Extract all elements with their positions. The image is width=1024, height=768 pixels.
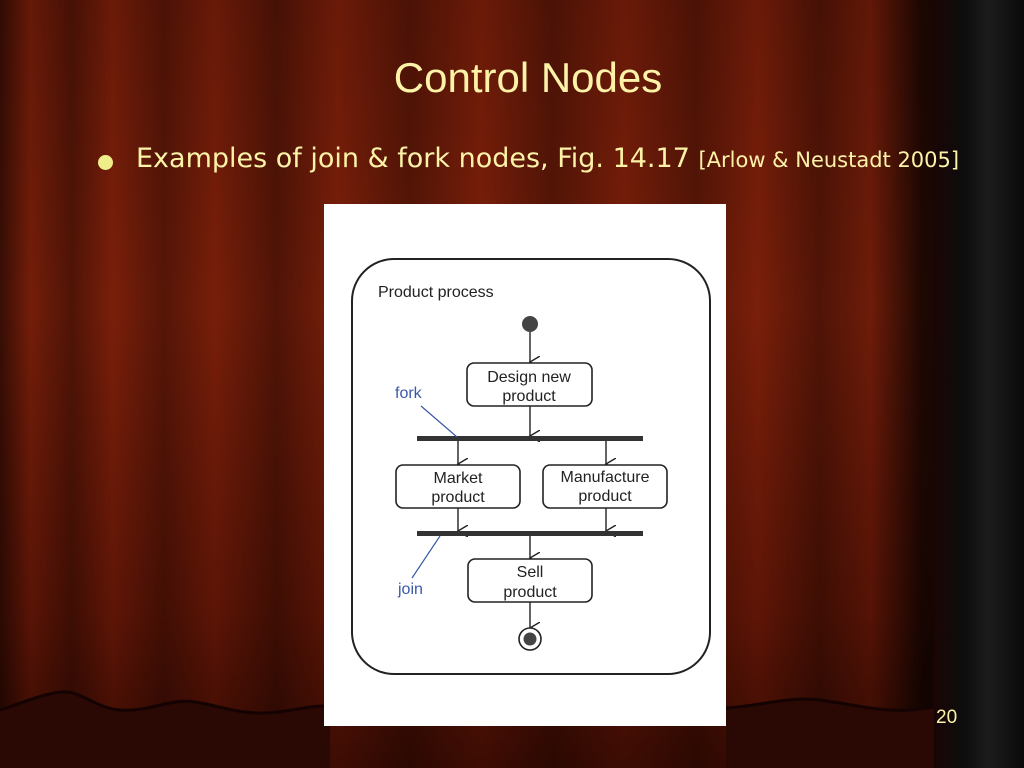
join-bar — [417, 531, 643, 536]
bullet-dot-icon — [98, 155, 113, 170]
slide-page-number: 20 — [936, 707, 958, 728]
action-design-line1: Design new — [487, 369, 571, 386]
final-node-inner — [523, 632, 537, 646]
action-manufacture-product — [542, 464, 668, 509]
action-sell-line1: Sell — [517, 564, 544, 581]
join-annotation-label: join — [397, 581, 423, 598]
activity-diagram-figure: Product process Design new product Marke… — [324, 204, 726, 726]
frame-label: Product process — [378, 284, 494, 301]
activity-diagram: Product process Design new product Marke… — [351, 258, 711, 675]
action-manufacture-line2: product — [578, 488, 632, 505]
bullet-main-text: Examples of join & fork nodes, Fig. 14.1… — [136, 143, 699, 174]
initial-node — [522, 316, 538, 332]
curtain-right-edge — [934, 0, 1024, 768]
action-market-line1: Market — [434, 470, 483, 487]
fork-annotation-pointer — [420, 405, 458, 438]
fork-annotation-label: fork — [395, 385, 423, 402]
bullet-text: Examples of join & fork nodes, Fig. 14.1… — [136, 142, 996, 179]
activity-frame — [351, 258, 711, 675]
action-market-line2: product — [431, 489, 485, 506]
slide-title: Control Nodes — [393, 54, 663, 101]
action-sell-line2: product — [503, 584, 557, 601]
action-manufacture-line1: Manufacture — [561, 469, 650, 486]
action-design-line2: product — [502, 388, 556, 405]
join-annotation-pointer — [411, 535, 441, 579]
bullet-citation: [Arlow & Neustadt 2005] — [698, 148, 960, 172]
fork-bar — [417, 436, 643, 441]
